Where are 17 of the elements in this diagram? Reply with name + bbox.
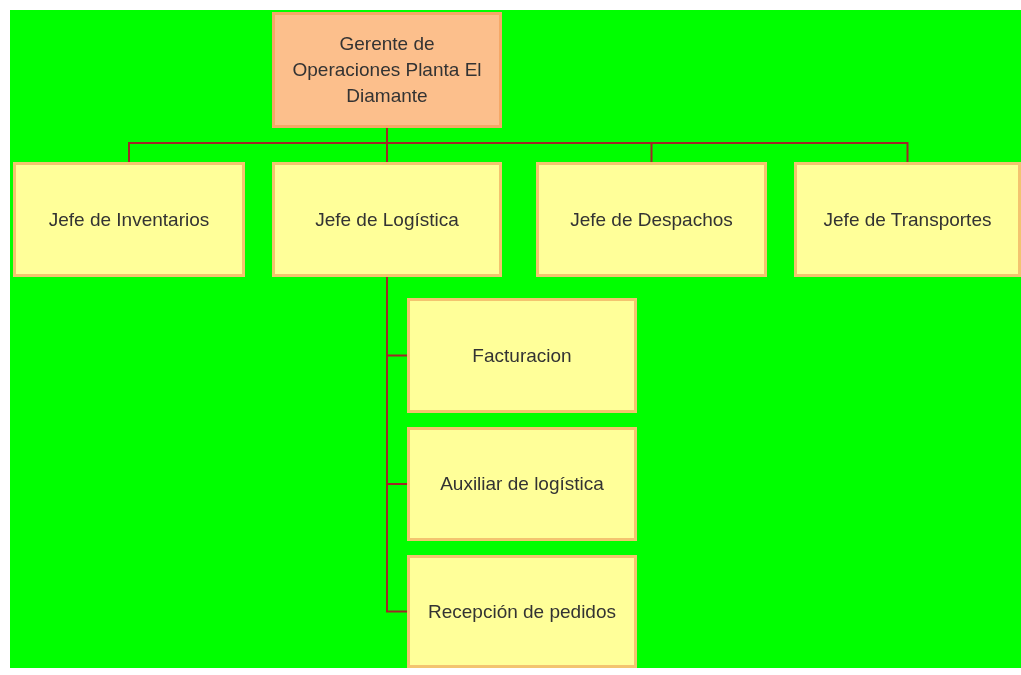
box-label: Jefe de Logística: [315, 207, 459, 232]
manager-box: [272, 12, 502, 128]
position-box: [272, 162, 502, 277]
position-box: [13, 162, 245, 277]
position-box: [407, 298, 637, 413]
box-label: Gerente de Operaciones Planta El Diamante: [291, 32, 483, 108]
position-box: [794, 162, 1021, 277]
position-box: [407, 555, 637, 668]
box-label: Facturacion: [472, 343, 572, 368]
box-label: Auxiliar de logística: [440, 472, 604, 496]
box-label: Jefe de Despachos: [570, 207, 733, 232]
position-box: [536, 162, 767, 277]
box-label: Jefe de Inventarios: [48, 207, 210, 232]
position-box: [407, 427, 637, 541]
connector-line: [386, 276, 408, 613]
box-label: Jefe de Transportes: [823, 207, 992, 232]
box-label: Recepción de pedidos: [428, 599, 616, 624]
